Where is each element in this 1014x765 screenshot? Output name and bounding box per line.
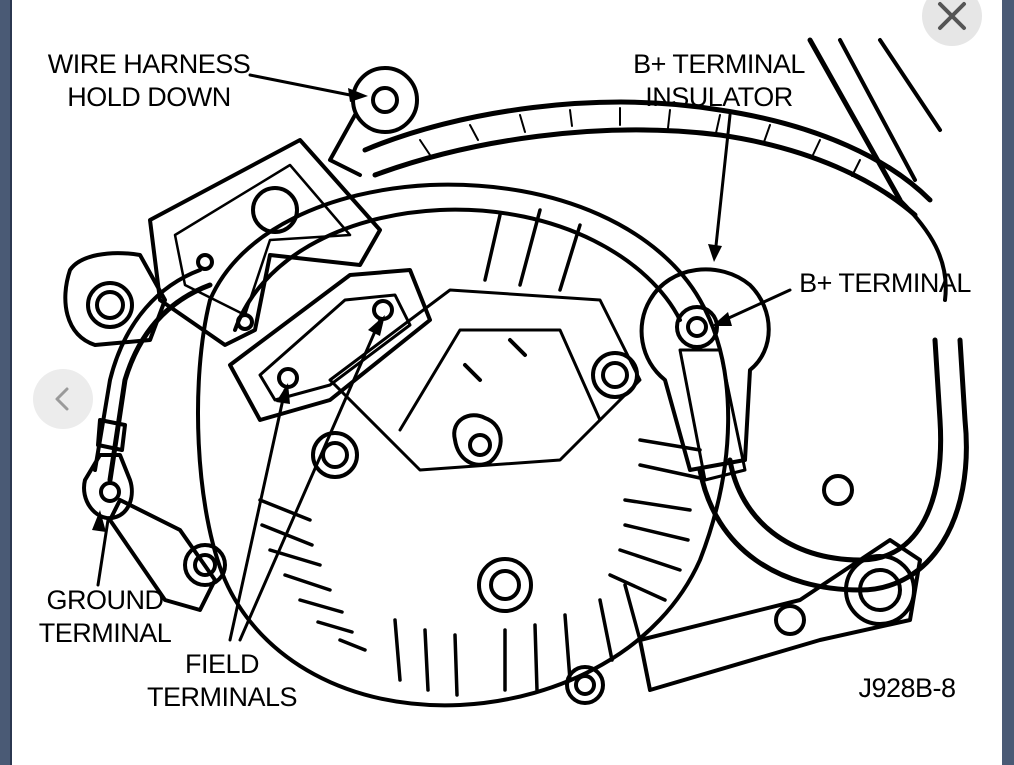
alternator-diagram (63, 37, 969, 708)
b-plus-insulator (639, 267, 771, 472)
figure-code: J928B-8 (858, 673, 956, 703)
label-field-terminals-line2: TERMINALS (146, 682, 298, 712)
label-ground-terminal-line2: TERMINAL (38, 618, 172, 648)
label-ground-terminal: GROUND TERMINAL (30, 584, 180, 650)
viewer-frame-left (10, 0, 12, 765)
ground-wire (107, 282, 213, 483)
b-plus-cable (727, 337, 944, 563)
field-terminal-2 (372, 299, 394, 321)
label-wire-harness-line1: WIRE HARNESS (47, 49, 251, 79)
label-field-terminals-line1: FIELD (184, 649, 260, 679)
field-terminal-block (228, 268, 432, 422)
previous-image-button[interactable] (33, 369, 93, 429)
voltage-regulator (148, 138, 382, 347)
label-ground-terminal-line1: GROUND (46, 585, 165, 615)
label-b-plus-insulator-line1: B+ TERMINAL (633, 49, 805, 79)
label-b-plus-terminal-insulator: B+ TERMINAL INSULATOR (624, 48, 814, 114)
close-icon (938, 2, 966, 30)
bracket-hole (86, 281, 134, 329)
image-viewer: WIRE HARNESS HOLD DOWN B+ TERMINAL INSUL… (12, 0, 1002, 765)
label-wire-harness-line2: HOLD DOWN (67, 82, 231, 112)
b-plus-terminal (675, 305, 719, 349)
alternator-housing (196, 182, 731, 708)
label-wire-harness-hold-down: WIRE HARNESS HOLD DOWN (34, 48, 264, 114)
close-button[interactable] (922, 0, 982, 46)
mounting-bracket (63, 251, 167, 347)
nut-upper-right (591, 351, 639, 399)
nut-center-bottom (477, 557, 533, 613)
label-b-plus-terminal: B+ TERMINAL (799, 268, 971, 298)
label-b-plus-insulator-line2: INSULATOR (645, 82, 793, 112)
nut-left (311, 431, 359, 479)
vent-slots (258, 208, 702, 697)
harness-hold-down-bolt (351, 66, 419, 134)
chevron-left-icon (55, 387, 69, 411)
ground-terminal (82, 453, 134, 521)
label-field-terminals: FIELD TERMINALS (142, 648, 302, 714)
